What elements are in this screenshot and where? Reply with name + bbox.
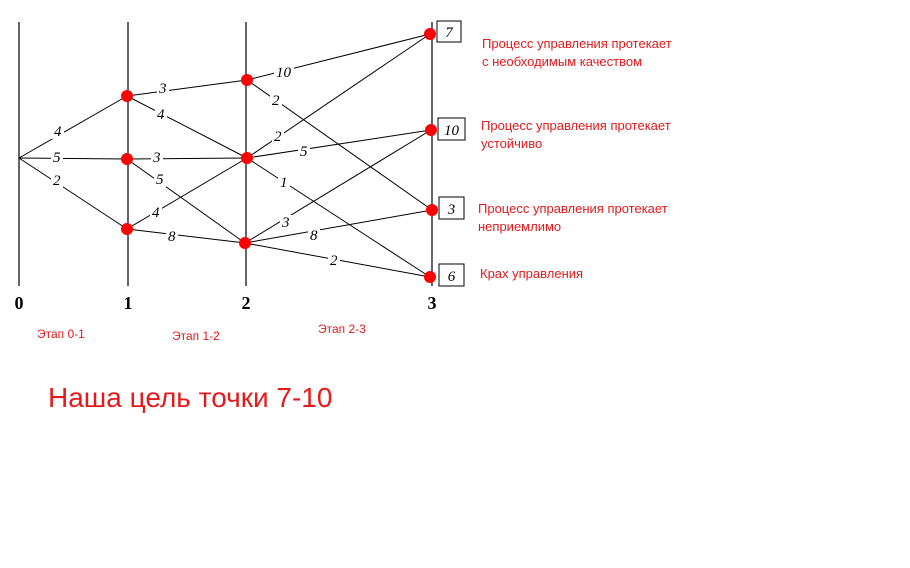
edge-line <box>126 157 248 230</box>
result-description: устойчиво <box>481 136 542 151</box>
edge-label-bg <box>328 253 340 268</box>
state-node <box>425 124 437 136</box>
edge-line <box>246 157 431 278</box>
edge-weight-label: 2 <box>53 173 61 189</box>
result-description: с необходимым качеством <box>482 54 642 69</box>
edge-line <box>18 157 128 230</box>
edge-weight-label: 3 <box>152 150 161 166</box>
edge-line <box>18 157 128 160</box>
edge-label-bg <box>278 175 290 190</box>
edge-weight-label: 3 <box>281 215 290 231</box>
edge-line <box>126 158 246 244</box>
stage-number: 3 <box>428 293 437 313</box>
edge-weight-label: 8 <box>168 229 176 245</box>
edge-label-bg <box>150 205 162 220</box>
edge-label-bg <box>270 93 282 108</box>
edge-line <box>244 129 432 244</box>
state-node <box>424 271 436 283</box>
edge-weight-label: 2 <box>274 129 282 145</box>
edge-label-bg <box>52 124 64 139</box>
stage-axes <box>18 22 433 286</box>
edge-label-bg <box>155 107 167 122</box>
edge-label-bg <box>166 229 178 244</box>
edge-weight-label: 10 <box>276 65 292 81</box>
edge-line <box>126 157 248 160</box>
stage-number: 0 <box>15 293 24 313</box>
result-value: 7 <box>445 25 454 41</box>
edge-line <box>246 129 432 159</box>
result-description: Процесс управления протекает <box>481 118 671 133</box>
edge-weight-label: 4 <box>54 124 62 140</box>
state-node <box>121 223 133 235</box>
edge-weight-label: 5 <box>53 150 61 166</box>
result-description: Процесс управления протекает <box>482 36 672 51</box>
edge-label-bg <box>151 150 163 165</box>
edge-weight-label: 5 <box>300 144 308 160</box>
result-value: 10 <box>444 123 460 139</box>
edge-weight-label: 8 <box>310 228 318 244</box>
edge-label-bg <box>308 228 320 243</box>
stage-caption: Этап 2-3 <box>318 322 366 336</box>
stage-number: 2 <box>242 293 251 313</box>
edge-weight-label: 2 <box>272 93 280 109</box>
result-description: Крах управления <box>480 266 583 281</box>
edge-line <box>244 209 433 244</box>
result-box <box>436 20 462 43</box>
edge-label-bg <box>154 172 166 187</box>
edge-label-bg <box>51 150 63 165</box>
result-value: 6 <box>448 269 456 285</box>
result-box <box>438 196 465 220</box>
state-node <box>241 152 253 164</box>
edge-weight-label: 1 <box>280 175 288 191</box>
stage-caption: Этап 1-2 <box>172 329 220 343</box>
edge-weight-label: 2 <box>330 253 338 269</box>
result-description: неприемлимо <box>478 219 561 234</box>
edge-weight-label: 4 <box>157 107 165 123</box>
state-node <box>121 153 133 165</box>
results: 7 10 3 6 <box>436 20 466 287</box>
edge-label-bg <box>51 173 63 188</box>
edge-weight-label: 3 <box>158 81 167 97</box>
edge-weight-label: 5 <box>156 172 164 188</box>
state-node <box>121 90 133 102</box>
edge-label-bg <box>280 215 292 230</box>
state-node <box>426 204 438 216</box>
edge-line <box>126 228 246 244</box>
edge-weight-label: 4 <box>152 205 160 221</box>
edge-label-bg <box>157 81 169 96</box>
edge-line <box>18 95 128 159</box>
nodes <box>121 28 438 283</box>
edge-line <box>126 79 248 97</box>
state-node <box>241 74 253 86</box>
stage-number: 1 <box>124 293 133 313</box>
edges <box>18 33 433 278</box>
goal-text: Наша цель точки 7-10 <box>48 382 332 413</box>
edge-label-bg <box>274 65 294 80</box>
state-node <box>424 28 436 40</box>
result-description: Процесс управления протекает <box>478 201 668 216</box>
result-value: 3 <box>447 202 456 218</box>
edge-label-bg <box>272 129 284 144</box>
result-box <box>438 263 465 287</box>
stage-caption: Этап 0-1 <box>37 327 85 341</box>
edge-line <box>126 95 248 159</box>
edge-label-bg <box>298 144 310 159</box>
state-node <box>239 237 251 249</box>
result-box <box>437 117 466 141</box>
